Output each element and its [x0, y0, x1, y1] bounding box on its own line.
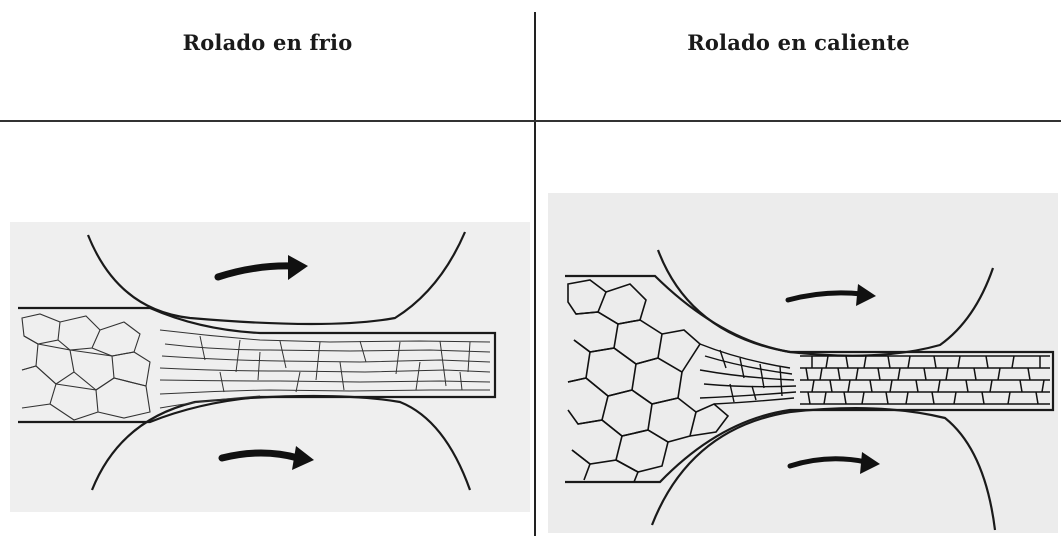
- hot-lower-arrow: [787, 456, 869, 469]
- cold-upper-roll: [86, 231, 467, 326]
- hot-lower-roll: [650, 407, 997, 531]
- hot-rolling-title: Rolado en caliente: [687, 30, 910, 55]
- cold-upper-arrow: [214, 262, 296, 281]
- cold-lower-arrow: [218, 449, 302, 462]
- hot-upper-arrow: [785, 290, 865, 303]
- column-divider: [534, 12, 536, 536]
- hot-upper-roll: [656, 249, 995, 357]
- hot-rolling-image-background: [548, 193, 1058, 533]
- header-divider: [0, 120, 1061, 122]
- hot-workpiece: [565, 274, 1055, 484]
- cold-rolling-title: Rolado en frio: [182, 30, 353, 55]
- cold-workpiece: [18, 306, 497, 424]
